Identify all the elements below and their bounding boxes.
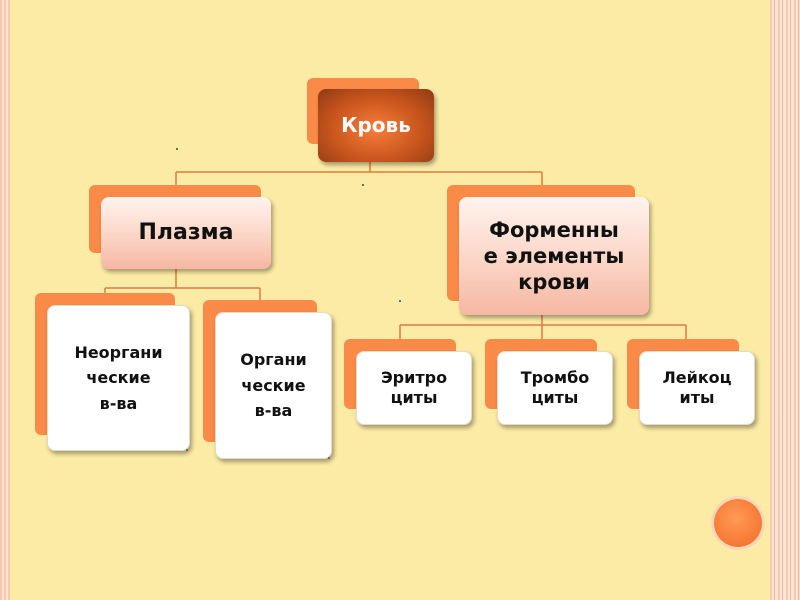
node-erythro-label: Эритро циты xyxy=(380,368,448,407)
node-thrombo-label: Тромбо циты xyxy=(520,368,590,407)
node-inorganic-box: Неоргани ческие в-ва xyxy=(47,305,190,451)
node-organic-label: Органи ческие в-ва xyxy=(240,350,307,421)
node-plasma-box: Плазма xyxy=(101,197,271,269)
node-erythro-box: Эритро циты xyxy=(356,351,472,425)
node-organic-box: Органи ческие в-ва xyxy=(215,312,332,459)
slide-right-border xyxy=(770,0,800,600)
decorative-orange-circle xyxy=(714,499,762,547)
stray-dot xyxy=(186,449,188,451)
node-inorganic-label: Неоргани ческие в-ва xyxy=(74,342,163,413)
node-plasma-label: Плазма xyxy=(138,220,234,246)
node-leuko-box: Лейкоц иты xyxy=(639,351,755,425)
node-formed-box: Форменны е элементы крови xyxy=(459,197,649,315)
stray-dot xyxy=(399,300,401,302)
node-blood-box: Кровь xyxy=(318,89,434,162)
node-leuko-label: Лейкоц иты xyxy=(662,368,732,407)
slide-left-border xyxy=(0,0,10,600)
node-formed-label: Форменны е элементы крови xyxy=(483,217,625,295)
stray-dot xyxy=(362,184,364,186)
stray-dot xyxy=(328,457,330,459)
stray-dot xyxy=(176,148,178,150)
node-blood-label: Кровь xyxy=(341,113,411,137)
node-thrombo-box: Тромбо циты xyxy=(497,351,613,425)
